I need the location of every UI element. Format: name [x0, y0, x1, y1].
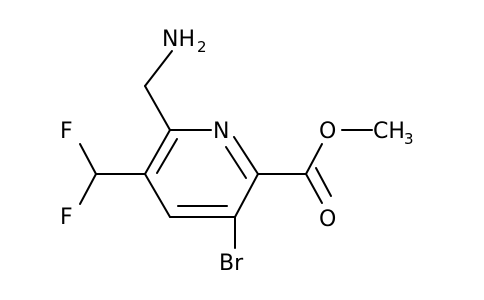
ester-o-label: O: [319, 119, 336, 144]
methyl-label: CH: [373, 119, 405, 144]
bond-amine-ch2: [144, 50, 173, 87]
bond-n1-c6: [233, 136, 259, 175]
methyl-subscript: 3: [404, 130, 414, 148]
atom-labels: NH 2 N O CH 3 O F F Br: [60, 27, 414, 276]
bond-c3-c2: [144, 129, 171, 175]
bond-cf-top: [79, 143, 97, 175]
bonds: [79, 50, 373, 249]
bond-carbonyl-o: [305, 173, 323, 204]
bromine-label: Br: [219, 251, 244, 276]
fluorine-top-label: F: [60, 119, 73, 144]
amine-n-label: NH: [162, 27, 195, 52]
carbonyl-o-label: O: [319, 207, 336, 232]
bond-c4-c3: [144, 173, 171, 218]
bond-ch2-c2: [144, 85, 171, 131]
bond-c3-c2-double: [156, 138, 178, 174]
amine-subscript: 2: [197, 38, 207, 56]
bond-n1-c6-double: [225, 146, 247, 179]
bond-cf-bottom: [79, 173, 97, 205]
ring-n-label: N: [213, 119, 229, 144]
fluorine-bottom-label: F: [60, 205, 73, 230]
bond-c6-c5: [234, 173, 259, 218]
bond-carbonyl-o-double: [315, 167, 332, 197]
bond-carbonyl-oester: [305, 143, 323, 175]
